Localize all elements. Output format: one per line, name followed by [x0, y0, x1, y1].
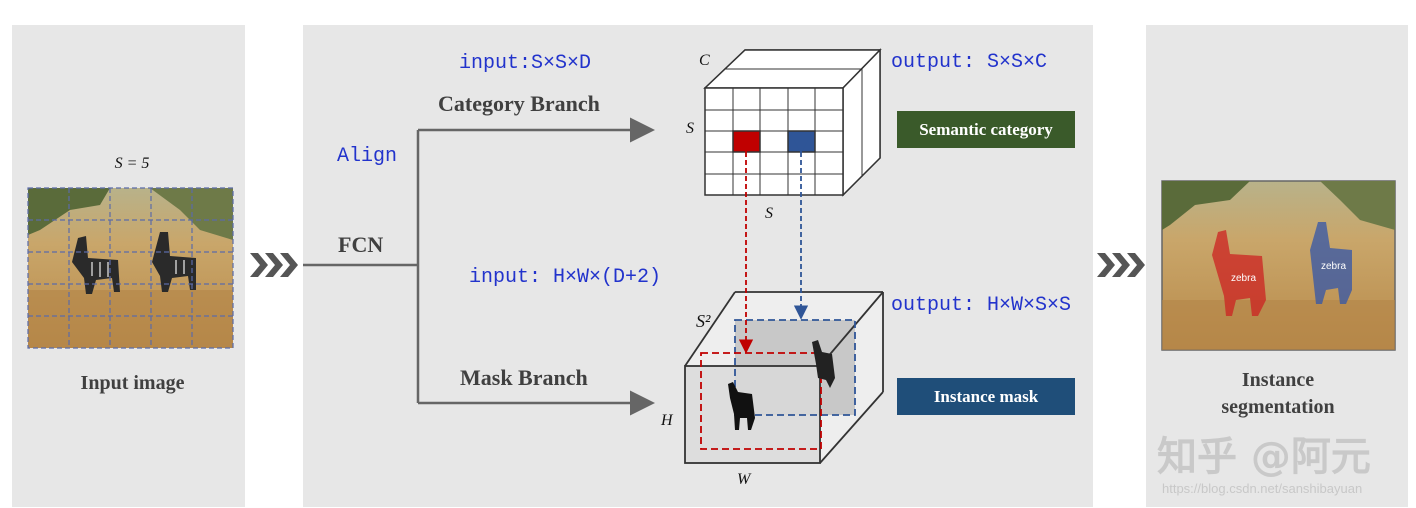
branch-arrows [303, 117, 655, 416]
zebra-label-1: zebra [1231, 273, 1257, 284]
instance-mask-badge: Instance mask [897, 378, 1075, 415]
cube-h-label: H [661, 412, 673, 429]
zebra-label-2: zebra [1321, 261, 1347, 272]
chevrons-right-icon [1097, 253, 1145, 277]
instance-caption-line2: segmentation [1221, 396, 1335, 418]
output-image [1161, 180, 1396, 351]
grid-s-left-label: S [686, 120, 694, 137]
input-image [27, 187, 234, 349]
red-cell [732, 130, 761, 153]
grid-c-label: C [699, 52, 710, 69]
align-label: Align [337, 145, 398, 168]
s-equals-label: S = 5 [114, 155, 150, 172]
mask-input-label: input: H×W×(D+2) [469, 266, 662, 289]
category-output-label: output: S×S×C [891, 51, 1048, 74]
mask-output-label: output: H×W×S×S [891, 294, 1072, 317]
mask-branch-label: Mask Branch [460, 365, 588, 390]
category-branch-label: Category Branch [438, 91, 600, 116]
mask-cube [684, 291, 884, 464]
semantic-category-badge: Semantic category [897, 111, 1075, 148]
category-grid [703, 48, 882, 197]
fcn-label: FCN [338, 232, 384, 257]
grid-s-bottom-label: S [765, 205, 773, 222]
instance-caption-line1: Instance [1241, 369, 1315, 391]
category-input-label: input:S×S×D [459, 52, 592, 75]
cube-s2-label: S² [696, 311, 711, 331]
watermark-text: 知乎 @阿元 [1157, 434, 1371, 480]
input-image-caption: Input image [80, 372, 185, 394]
blue-cell [787, 130, 816, 153]
cube-w-label: W [737, 471, 751, 488]
chevrons-left-icon [250, 253, 298, 277]
watermark-url: https://blog.csdn.net/sanshibayuan [1162, 481, 1363, 496]
